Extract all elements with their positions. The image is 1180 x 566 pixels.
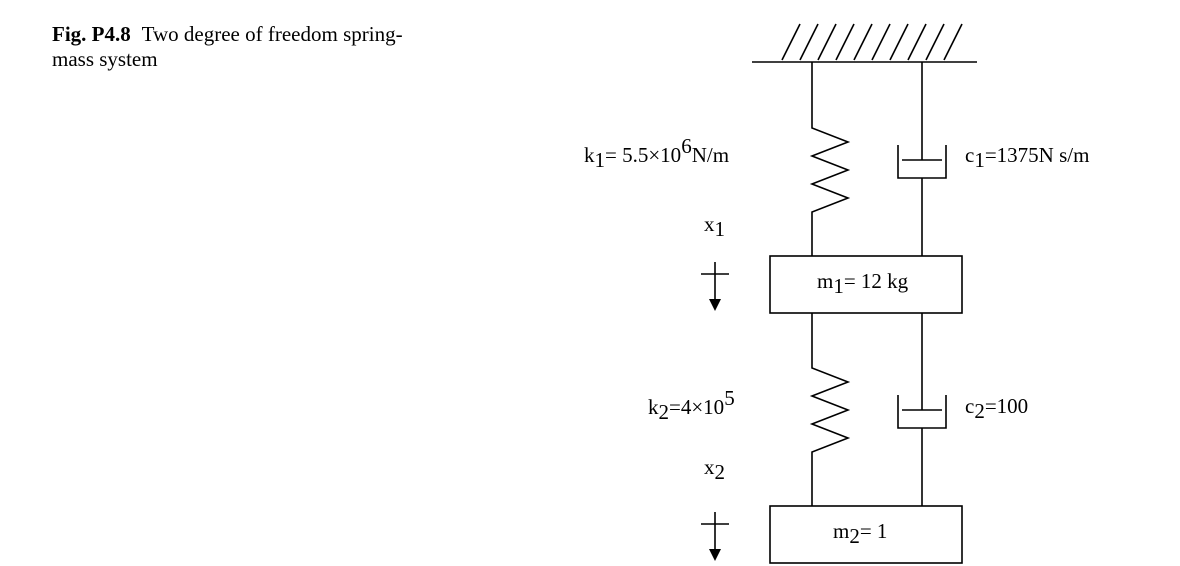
damper-1 xyxy=(897,62,947,256)
spring-1 xyxy=(809,62,851,256)
mass-2-block xyxy=(769,505,963,564)
ground-hatching xyxy=(781,23,963,61)
fixed-support xyxy=(752,23,977,63)
spring-2-label: k2=4×105 xyxy=(648,386,735,424)
spring-1-label: k1= 5.5×106N/m xyxy=(584,134,729,172)
figure-caption: Fig. P4.8 Two degree of freedom spring-m… xyxy=(52,22,412,72)
mass-2-label: m2= 1 xyxy=(833,519,887,548)
damper-2-label: c2=100 xyxy=(965,394,1028,423)
figure-label: Fig. P4.8 xyxy=(52,22,131,46)
x1-arrow xyxy=(701,262,729,311)
mass-1-block xyxy=(769,255,963,314)
spring-2 xyxy=(809,313,851,506)
damper-1-label: c1=1375N s/m xyxy=(965,143,1089,172)
x2-arrow xyxy=(701,512,729,561)
x1-label: x1 xyxy=(704,212,725,241)
figure-title: Two degree of freedom spring-mass system xyxy=(52,22,403,71)
damper-2 xyxy=(897,313,947,506)
mass-1-label: m1= 12 kg xyxy=(817,269,909,298)
x2-label: x2 xyxy=(704,455,725,484)
